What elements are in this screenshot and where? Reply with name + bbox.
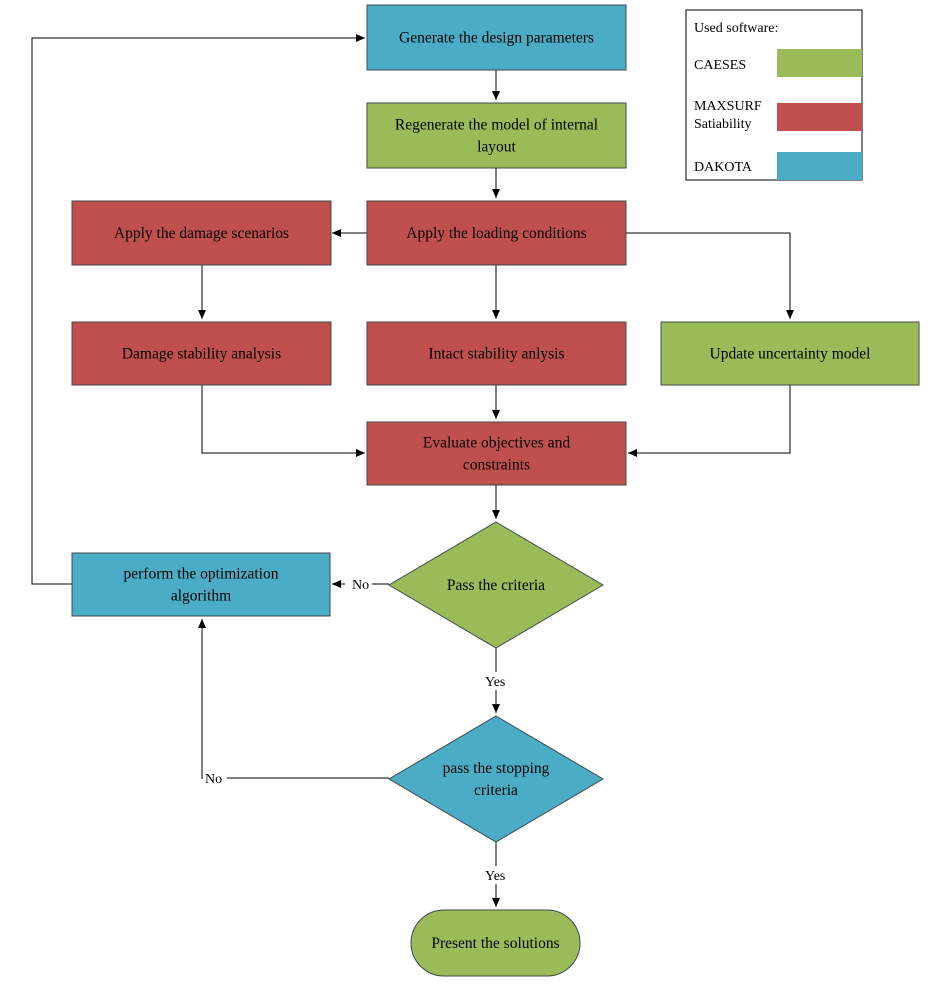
legend-label: DAKOTA	[694, 160, 753, 175]
damage-stability-label: Damage stability analysis	[122, 346, 281, 363]
legend-title: Used software:	[694, 21, 778, 36]
pass-criteria-label: Pass the criteria	[447, 577, 545, 594]
criteria-yes-label: Yes	[485, 675, 505, 690]
node-damage-scenarios[interactable]: Apply the damage scenarios	[71, 200, 332, 266]
nodes: Generate the design parameters Regenerat…	[71, 4, 920, 977]
legend-entry-dakota: DAKOTA	[694, 152, 862, 180]
uncertainty-label: Update uncertainty model	[710, 346, 871, 363]
legend-label: Satiability	[694, 117, 752, 132]
present-label: Present the solutions	[431, 935, 559, 952]
legend-swatch	[777, 152, 862, 180]
regenerate-label: Regenerate the model of internal	[395, 117, 598, 134]
node-regenerate[interactable]: Regenerate the model of internal layout	[366, 102, 627, 169]
edge-uncertainty-to-evaluate	[628, 385, 791, 457]
legend-frame	[685, 9, 863, 181]
stopping-shape	[388, 715, 604, 843]
legend-entry-caeses: CAESES	[694, 49, 862, 77]
regenerate-shape	[366, 102, 627, 169]
intact-stability-label: Intact stability anlysis	[428, 346, 564, 363]
legend-label: MAXSURF	[694, 99, 762, 114]
criteria-no-label: No	[352, 578, 369, 593]
edge-optimization-to-generate	[31, 34, 365, 585]
node-uncertainty[interactable]: Update uncertainty model	[660, 321, 920, 386]
intact-stability-shape	[366, 321, 627, 386]
node-stopping[interactable]: pass the stopping criteria	[388, 715, 604, 843]
edge-stopping-no-to-optimization	[198, 619, 389, 779]
legend-swatch	[777, 103, 862, 131]
node-damage-stability[interactable]: Damage stability analysis	[71, 321, 332, 386]
edge-labels: No Yes No Yes	[203, 575, 512, 884]
node-loading[interactable]: Apply the loading conditions	[366, 200, 627, 266]
node-present[interactable]: Present the solutions	[410, 909, 581, 977]
pass-criteria-shape	[388, 521, 604, 649]
uncertainty-shape	[660, 321, 920, 386]
legend: Used software: CAESES MAXSURF Satiability…	[685, 9, 863, 181]
evaluate-label: Evaluate objectives and	[423, 435, 570, 452]
legend-label: CAESES	[694, 58, 746, 73]
damage-scenarios-shape	[71, 200, 332, 266]
evaluate-label: constraints	[463, 457, 530, 474]
damage-scenarios-label: Apply the damage scenarios	[114, 225, 289, 242]
node-generate[interactable]: Generate the design parameters	[366, 4, 627, 71]
damage-stability-shape	[71, 321, 332, 386]
node-pass-criteria[interactable]: Pass the criteria	[388, 521, 604, 649]
evaluate-shape	[366, 421, 627, 486]
node-evaluate[interactable]: Evaluate objectives and constraints	[366, 421, 627, 486]
node-intact-stability[interactable]: Intact stability anlysis	[366, 321, 627, 386]
edge-damage-stability-to-evaluate	[201, 385, 365, 457]
optimization-label: algorithm	[171, 588, 231, 605]
edge-loading-to-uncertainty	[626, 232, 794, 319]
regenerate-label: layout	[477, 139, 516, 156]
optimization-label: perform the optimization	[124, 566, 279, 583]
legend-entry-maxsurf: MAXSURF Satiability	[694, 99, 862, 132]
loading-shape	[366, 200, 627, 266]
generate-label: Generate the design parameters	[399, 30, 594, 47]
generate-shape	[366, 4, 627, 71]
present-shape	[410, 909, 581, 977]
node-optimization[interactable]: perform the optimization algorithm	[71, 552, 331, 617]
stopping-label: criteria	[474, 782, 518, 799]
stopping-no-label: No	[205, 772, 222, 787]
loading-label: Apply the loading conditions	[406, 225, 586, 242]
optimization-shape	[71, 552, 331, 617]
stopping-yes-label: Yes	[485, 869, 505, 884]
stopping-label: pass the stopping	[443, 760, 550, 777]
legend-swatch	[777, 49, 862, 77]
